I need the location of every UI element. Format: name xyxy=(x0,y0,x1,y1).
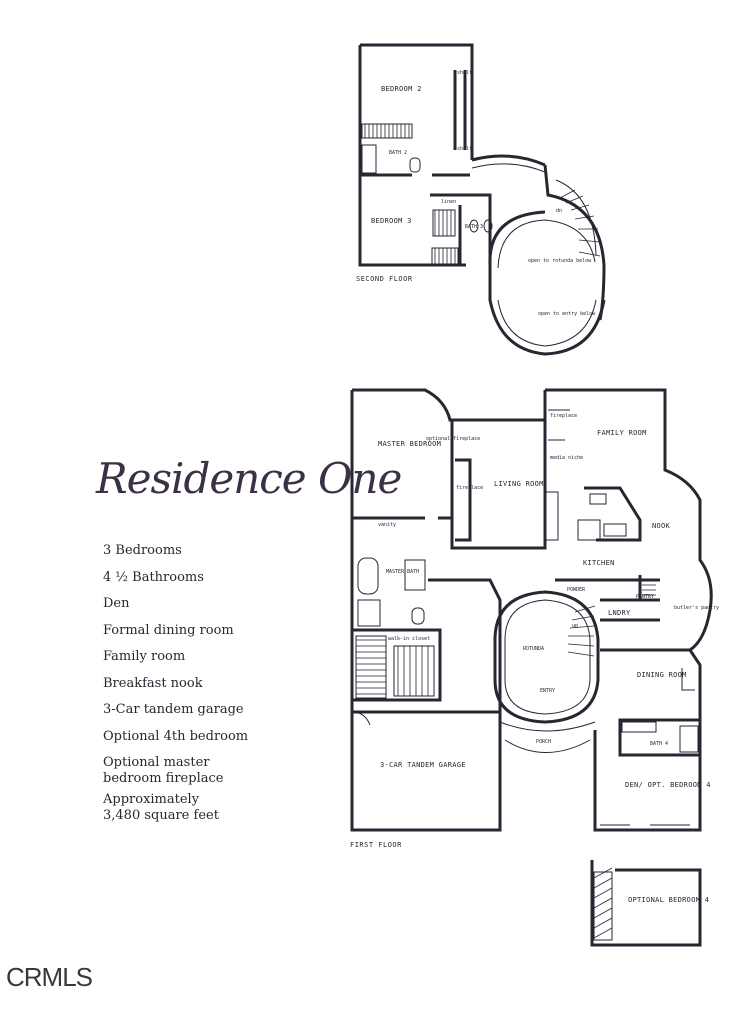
second-floor-plan xyxy=(358,43,606,356)
feature-item: Optional 4th bedroom xyxy=(103,728,249,744)
label-linen: linen xyxy=(441,199,456,205)
label-porch: PORCH xyxy=(536,739,551,745)
label-shelf-2: shelf xyxy=(457,146,472,152)
label-entry: ENTRY xyxy=(540,688,555,694)
label-bedroom-2: BEDROOM 2 xyxy=(381,85,422,93)
label-kitchen: KITCHEN xyxy=(583,559,615,567)
feature-item: 3-Car tandem garage xyxy=(103,702,244,717)
label-laundry: LNDRY xyxy=(608,609,631,617)
label-rotunda: ROTUNDA xyxy=(523,646,544,652)
label-first-floor: FIRST FLOOR xyxy=(350,841,402,849)
feature-item: 3 Bedrooms xyxy=(103,543,182,558)
first-floor-plan xyxy=(350,388,713,947)
feature-item: Breakfast nook xyxy=(103,675,203,691)
label-master-bath: MASTER BATH xyxy=(386,569,419,575)
label-garage: 3-CAR TANDEM GARAGE xyxy=(380,761,466,769)
label-bath-3: BATH 3 xyxy=(465,224,483,230)
label-powder: POWDER xyxy=(567,587,586,593)
label-optional-fireplace: optional fireplace xyxy=(426,436,480,442)
label-dining-room: DINING ROOM xyxy=(637,671,687,679)
label-shelf-1: shelf xyxy=(457,70,472,76)
label-living-room: LIVING ROOM xyxy=(494,480,544,488)
label-bedroom-3: BEDROOM 3 xyxy=(371,217,412,225)
label-open-rotunda: open to rotunda below xyxy=(528,258,592,264)
label-master-bedroom: MASTER BEDROOM xyxy=(378,440,441,448)
label-family-room: FAMILY ROOM xyxy=(597,429,647,437)
label-media-niche: media niche xyxy=(550,455,583,461)
label-bath-4: BATH 4 xyxy=(650,741,668,747)
label-pantry: PANTRY xyxy=(636,594,654,600)
watermark-logo: CRMLS xyxy=(6,962,93,992)
label-walkin-closet: walk-in closet xyxy=(388,636,430,642)
label-den: DEN/ OPT. BEDROOM 4 xyxy=(625,781,711,789)
label-optional-bedroom: OPTIONAL BEDROOM 4 xyxy=(628,896,709,904)
feature-item: Family room xyxy=(103,649,186,664)
label-dn: dn xyxy=(556,208,562,214)
label-fireplace-family: fireplace xyxy=(550,413,577,419)
feature-item: Approximately 3,480 square feet xyxy=(103,792,219,823)
page-title: Residence One xyxy=(96,454,402,503)
label-fireplace-living: fireplace xyxy=(456,485,483,491)
label-vanity: vanity xyxy=(378,522,396,528)
label-second-floor: SECOND FLOOR xyxy=(356,275,413,283)
feature-item: Optional master bedroom fireplace xyxy=(103,755,224,786)
feature-list: 3 Bedrooms 4 ½ Bathrooms Den Formal dini… xyxy=(103,543,248,829)
label-bath-2: BATH 2 xyxy=(389,150,407,156)
label-nook: NOOK xyxy=(652,522,671,530)
feature-item: Formal dining room xyxy=(103,622,234,638)
label-up: up xyxy=(572,623,578,629)
feature-item: Den xyxy=(103,596,130,611)
label-open-entry: open to entry below xyxy=(538,311,596,317)
label-butlers-pantry: butler's pantry xyxy=(674,605,719,611)
feature-item: 4 ½ Bathrooms xyxy=(103,569,204,585)
